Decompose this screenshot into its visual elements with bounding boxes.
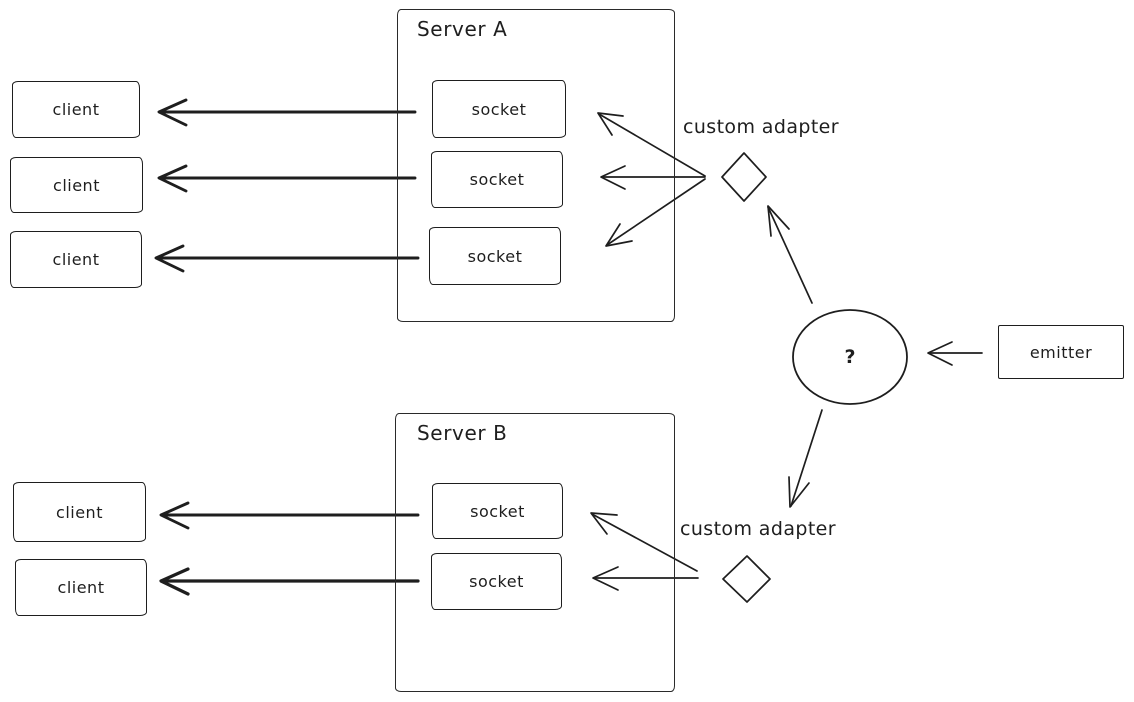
- client-box-3: client: [10, 231, 142, 288]
- client-label: client: [57, 578, 105, 597]
- hub-question-label: ?: [844, 346, 856, 368]
- client-box-5: client: [15, 559, 147, 616]
- custom-adapter-top-label: custom adapter: [683, 116, 839, 138]
- client-label: client: [56, 502, 103, 522]
- client-label: client: [53, 175, 100, 195]
- server-a-title: Server A: [417, 17, 508, 41]
- arrow-hub-adapterB: [788, 409, 823, 508]
- emitter-label: emitter: [1029, 342, 1093, 362]
- arrow-socketA3-client3: [154, 244, 420, 273]
- socket-box-a1: socket: [432, 80, 566, 138]
- arrow-emitter-hub: [927, 341, 983, 366]
- client-label: client: [52, 100, 100, 119]
- socket-label: socket: [467, 246, 523, 266]
- custom-adapter-top-diamond: [721, 152, 767, 202]
- server-b-title: Server B: [417, 421, 508, 445]
- socket-box-b2: socket: [431, 553, 562, 610]
- client-box-2: client: [10, 157, 143, 213]
- client-box-1: client: [12, 81, 140, 138]
- arrow-socketA2-client2: [157, 164, 417, 193]
- custom-adapter-bottom-diamond: [722, 555, 771, 603]
- server-a-box: [397, 9, 675, 322]
- client-label: client: [52, 250, 100, 269]
- socket-label: socket: [469, 572, 524, 591]
- client-box-4: client: [13, 482, 146, 542]
- emitter-box: emitter: [998, 325, 1124, 379]
- socket-label: socket: [470, 501, 525, 521]
- socket-box-a3: socket: [429, 227, 561, 285]
- socket-label: socket: [469, 170, 525, 189]
- arrow-socketB1-client4: [159, 501, 420, 530]
- custom-adapter-bottom-label: custom adapter: [680, 518, 836, 540]
- arrow-socketA1-client1: [157, 98, 417, 127]
- server-b-box: [395, 413, 675, 692]
- socket-box-b1: socket: [432, 483, 563, 539]
- socket-label: socket: [471, 99, 527, 119]
- arrow-hub-adapterA: [767, 205, 813, 304]
- arrow-socketB2-client5: [159, 567, 420, 596]
- socket-box-a2: socket: [431, 151, 563, 208]
